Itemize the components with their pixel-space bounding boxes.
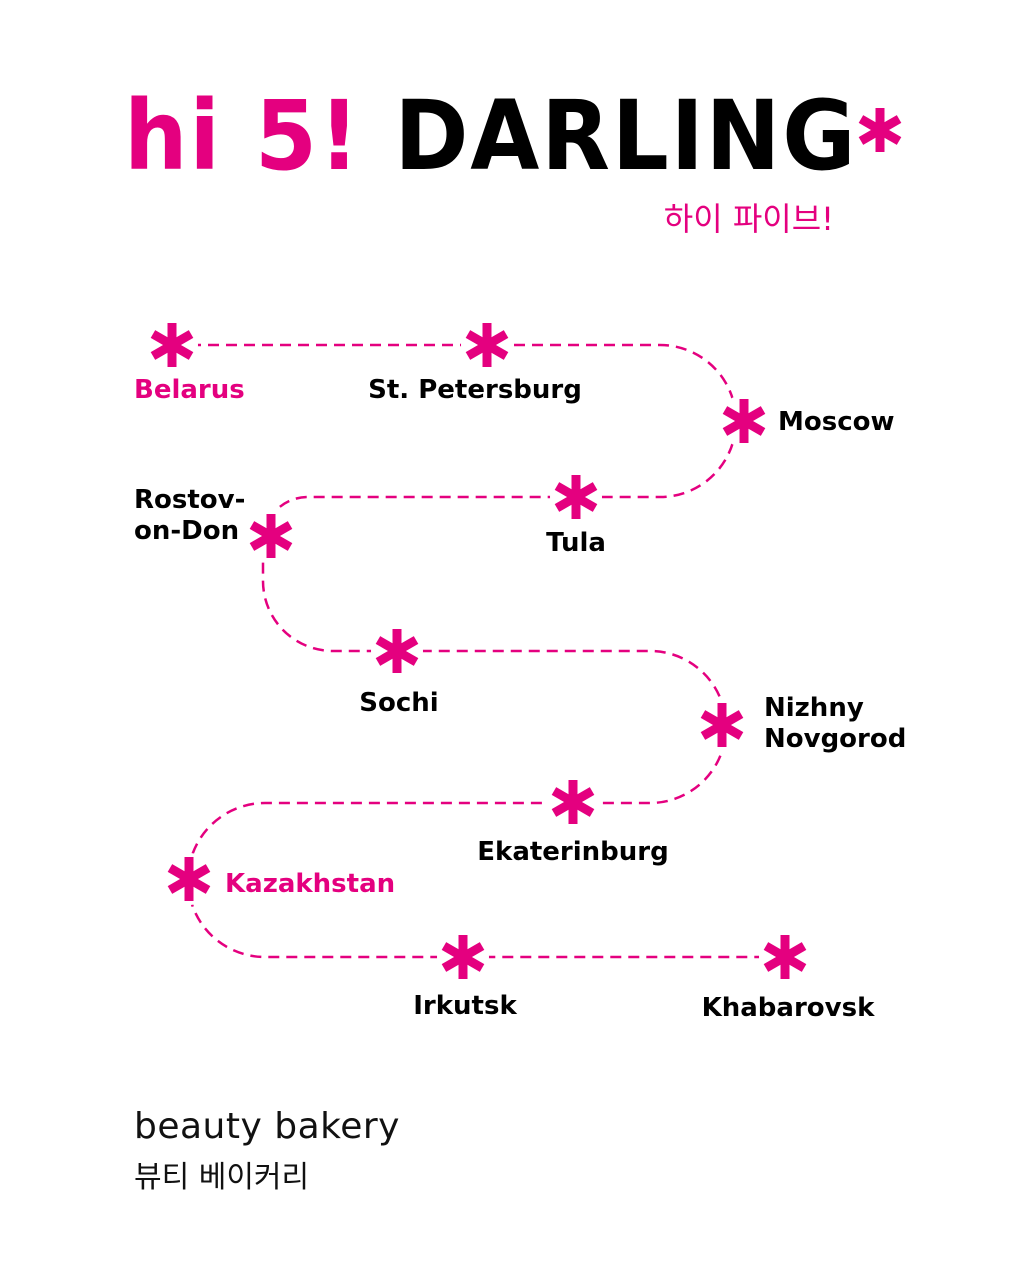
stop-label-moscow: Moscow [778, 407, 895, 437]
stop-label-kazakhstan: Kazakhstan [225, 869, 395, 899]
stop-label-khabarovsk: Khabarovsk [702, 993, 875, 1023]
brand-name-korean: 뷰티 베이커리 [134, 1160, 310, 1195]
title-asterisk-icon [858, 108, 902, 152]
stop-label-st-petersburg: St. Petersburg [368, 375, 582, 405]
route-line [172, 343, 785, 959]
title-darling: DARLING [394, 80, 858, 192]
stop-label-nizhny-line2: Novgorod [764, 724, 906, 754]
brand-name: beauty bakery [134, 1106, 400, 1147]
stop-label-irkutsk: Irkutsk [413, 991, 517, 1021]
stop-label-tula: Tula [546, 528, 606, 558]
stop-label-sochi: Sochi [359, 688, 438, 718]
page-title: hi 5! DARLING [124, 88, 857, 184]
title-hi5: hi 5! [124, 80, 362, 192]
stop-label-ekaterinburg: Ekaterinburg [477, 837, 668, 867]
title-korean: 하이 파이브! [663, 200, 834, 238]
stop-label-belarus: Belarus [134, 375, 245, 405]
stop-label-rostov-line2: on-Don [134, 516, 239, 546]
stop-label-rostov-line1: Rostov- [134, 485, 245, 515]
stop-label-nizhny-line1: Nizhny [764, 693, 864, 723]
